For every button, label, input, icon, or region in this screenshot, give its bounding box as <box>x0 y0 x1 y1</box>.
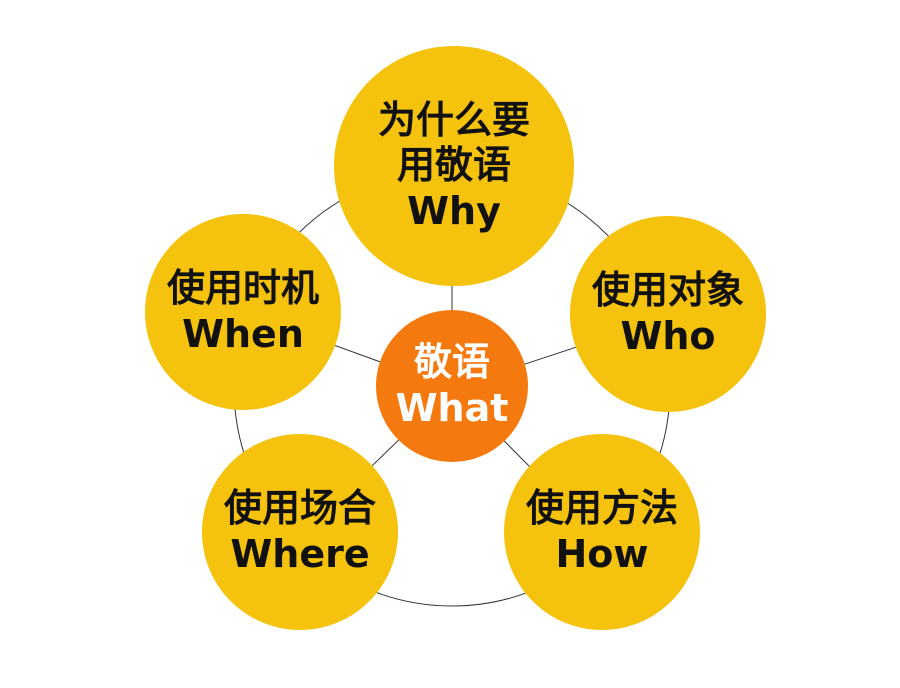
node-where: 使用场合 Where <box>202 434 398 630</box>
node-how-line1: 使用方法 <box>525 486 678 531</box>
node-where-line2: Where <box>230 532 370 576</box>
node-center-line2: What <box>395 386 509 430</box>
node-why-line3: Why <box>407 188 501 233</box>
node-when-line1: 使用时机 <box>166 266 319 311</box>
node-where-line1: 使用场合 <box>223 486 376 531</box>
node-why-line2: 用敬语 <box>396 143 511 188</box>
node-who-line1: 使用对象 <box>591 268 744 313</box>
node-why: 为什么要 用敬语 Why <box>334 46 574 286</box>
node-center-what: 敬语 What <box>376 310 528 462</box>
node-how: 使用方法 How <box>504 434 700 630</box>
node-how-line2: How <box>555 532 649 576</box>
node-when: 使用时机 When <box>145 214 341 410</box>
node-who-line2: Who <box>620 314 716 358</box>
node-who: 使用对象 Who <box>570 216 766 412</box>
node-why-line1: 为什么要 <box>377 97 530 142</box>
node-center-line1: 敬语 <box>413 340 490 385</box>
node-when-line2: When <box>182 312 304 356</box>
